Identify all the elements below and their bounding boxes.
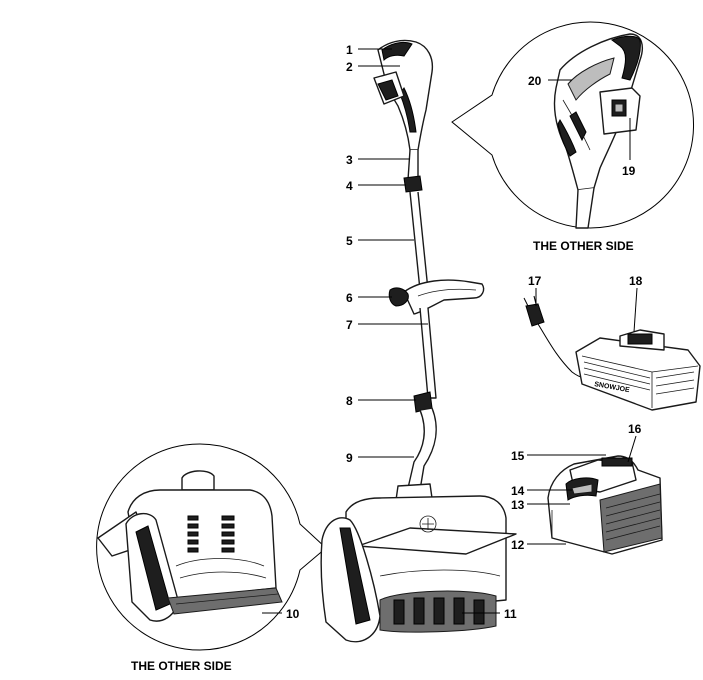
callout-17: 17 — [528, 274, 542, 288]
callout-10: 10 — [286, 607, 300, 621]
callout-11: 11 — [504, 607, 517, 621]
caption-top-detail: THE OTHER SIDE — [533, 239, 634, 253]
callout-14: 14 — [511, 484, 525, 498]
leader-lines — [358, 48, 638, 614]
callout-1: 1 — [346, 43, 353, 57]
callout-3: 3 — [346, 153, 353, 167]
callout-9: 9 — [346, 451, 353, 465]
callout-2: 2 — [346, 60, 353, 74]
head-other-side-drawing — [97, 470, 283, 622]
callout-5: 5 — [346, 234, 353, 248]
callout-labels: 1 2 3 4 5 6 7 8 9 10 11 12 13 14 15 16 1… — [286, 43, 643, 621]
callout-4: 4 — [346, 179, 353, 193]
bottom-detail-circle — [96, 443, 327, 651]
vent-slots — [187, 515, 235, 553]
caption-bottom-detail: THE OTHER SIDE — [131, 659, 232, 673]
battery-ribs — [605, 493, 661, 541]
battery-drawing — [547, 455, 663, 555]
callout-12: 12 — [511, 538, 525, 552]
callout-20: 20 — [528, 74, 542, 88]
callout-13: 13 — [511, 498, 525, 512]
callout-15: 15 — [511, 449, 525, 463]
top-detail-circle — [451, 21, 695, 229]
callout-16: 16 — [628, 422, 642, 436]
callout-6: 6 — [346, 291, 353, 305]
callout-8: 8 — [346, 394, 353, 408]
shovel-main-drawing — [320, 39, 517, 643]
callout-7: 7 — [346, 318, 353, 332]
charger-stripes — [583, 361, 695, 395]
auger — [379, 590, 497, 633]
callout-18: 18 — [629, 274, 643, 288]
handle-other-side-drawing — [553, 33, 643, 229]
callout-19: 19 — [622, 164, 636, 178]
charger-drawing: SNOWJOE — [523, 295, 701, 411]
